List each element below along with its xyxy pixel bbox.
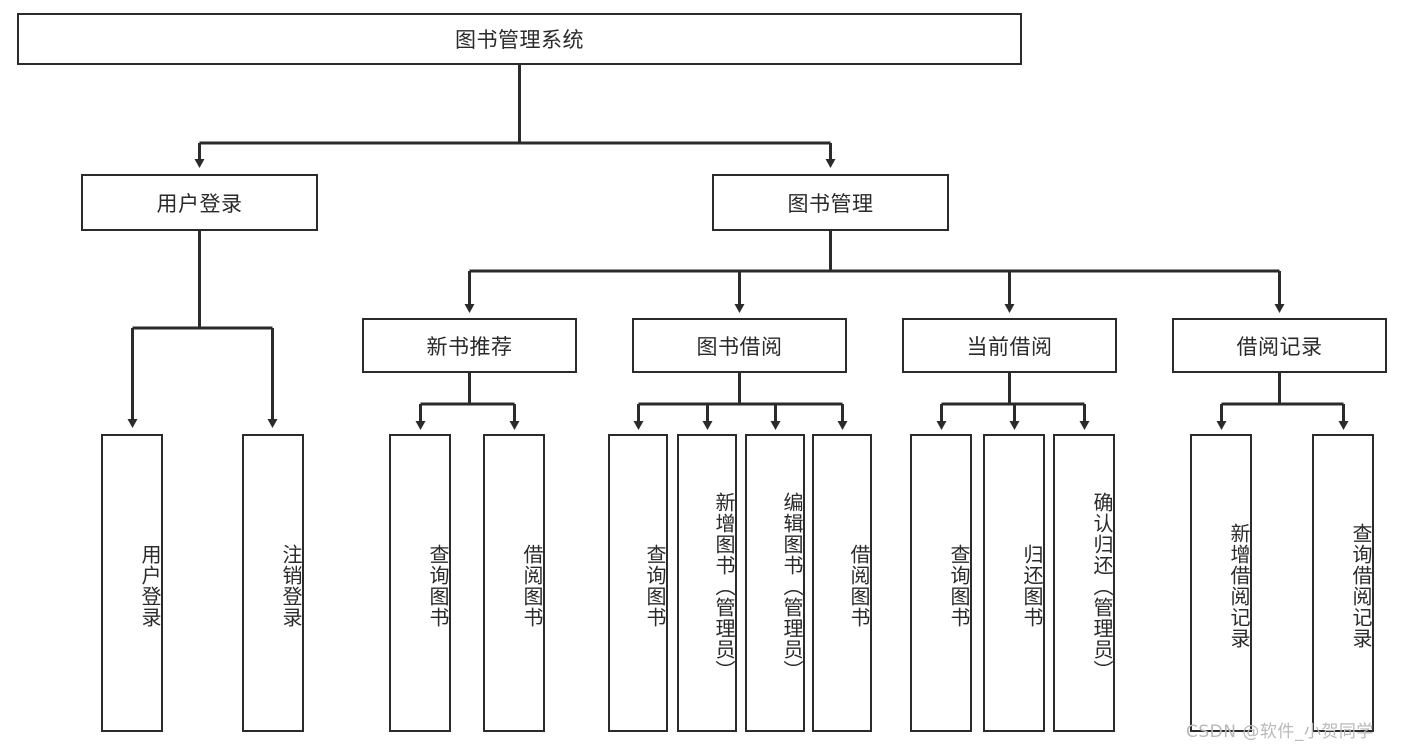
node-leaf-confirm-return-label: 确认归还（管理员） (1090, 491, 1114, 681)
node-new-book-rec[interactable]: 新书推荐 (362, 318, 577, 373)
node-current-borrow[interactable]: 当前借阅 (902, 318, 1117, 373)
node-leaf-query-record-label: 查询借阅记录 (1349, 523, 1373, 649)
node-root-label: 图书管理系统 (455, 28, 584, 52)
node-current-borrow-label: 当前借阅 (966, 334, 1053, 359)
node-leaf-add-book-label: 新增图书（管理员） (712, 491, 736, 681)
node-leaf-edit-book[interactable]: 编辑图书（管理员） (745, 434, 805, 732)
node-leaf-add-book[interactable]: 新增图书（管理员） (677, 434, 737, 732)
node-leaf-query-book-1-label: 查询图书 (426, 544, 450, 628)
node-leaf-borrow-book-2[interactable]: 借阅图书 (812, 434, 872, 732)
node-leaf-return-book-label: 归还图书 (1020, 544, 1044, 628)
node-leaf-borrow-book-1-label: 借阅图书 (520, 544, 544, 628)
node-borrow-record[interactable]: 借阅记录 (1172, 318, 1387, 373)
node-leaf-logout-label: 注销登录 (279, 544, 303, 628)
node-leaf-return-book[interactable]: 归还图书 (983, 434, 1045, 732)
node-leaf-user-login[interactable]: 用户登录 (101, 434, 163, 732)
node-book-borrow[interactable]: 图书借阅 (632, 318, 847, 373)
node-leaf-user-login-label: 用户登录 (138, 544, 162, 628)
node-leaf-query-record[interactable]: 查询借阅记录 (1312, 434, 1374, 732)
node-leaf-query-book-3-label: 查询图书 (947, 544, 971, 628)
node-leaf-query-book-1[interactable]: 查询图书 (389, 434, 451, 732)
node-leaf-edit-book-label: 编辑图书（管理员） (780, 491, 804, 681)
node-book-manage-label: 图书管理 (787, 191, 874, 216)
node-leaf-logout[interactable]: 注销登录 (242, 434, 304, 732)
node-leaf-add-record[interactable]: 新增借阅记录 (1190, 434, 1252, 732)
node-root[interactable]: 图书管理系统 (17, 13, 1022, 65)
node-book-manage[interactable]: 图书管理 (712, 174, 949, 231)
node-user-login-label: 用户登录 (156, 191, 243, 216)
node-borrow-record-label: 借阅记录 (1236, 334, 1323, 359)
node-new-book-rec-label: 新书推荐 (426, 334, 513, 359)
node-leaf-add-record-label: 新增借阅记录 (1227, 523, 1251, 649)
node-user-login[interactable]: 用户登录 (81, 174, 318, 231)
node-leaf-borrow-book-2-label: 借阅图书 (847, 544, 871, 628)
node-leaf-confirm-return[interactable]: 确认归还（管理员） (1053, 434, 1115, 732)
node-leaf-query-book-2[interactable]: 查询图书 (608, 434, 668, 732)
node-book-borrow-label: 图书借阅 (696, 334, 783, 359)
node-leaf-query-book-2-label: 查询图书 (643, 544, 667, 628)
node-leaf-query-book-3[interactable]: 查询图书 (910, 434, 972, 732)
node-leaf-borrow-book-1[interactable]: 借阅图书 (483, 434, 545, 732)
